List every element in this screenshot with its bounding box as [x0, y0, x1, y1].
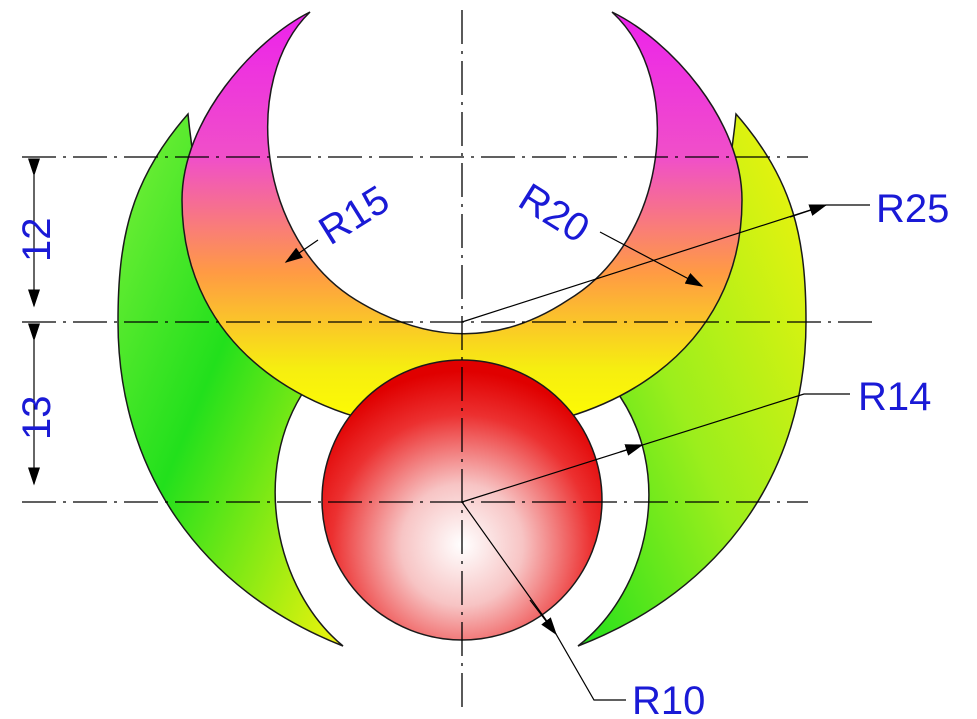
r14-arrow [619, 444, 644, 456]
r14-leader [461, 393, 850, 503]
label-r10: R10 [632, 679, 705, 719]
label-dimension-13: 13 [15, 396, 59, 441]
r20-leader [599, 231, 704, 287]
label-dimension-12: 12 [15, 218, 59, 263]
crescent-shape [181, 11, 743, 433]
label-r14: R14 [858, 375, 931, 419]
r10-arrow [529, 599, 557, 636]
label-r20: R20 [511, 175, 597, 251]
r25-arrow [789, 204, 828, 218]
label-r15: R15 [311, 177, 397, 253]
r10-leader [461, 501, 626, 701]
r15-leader [284, 239, 319, 263]
label-r25: R25 [876, 187, 949, 231]
